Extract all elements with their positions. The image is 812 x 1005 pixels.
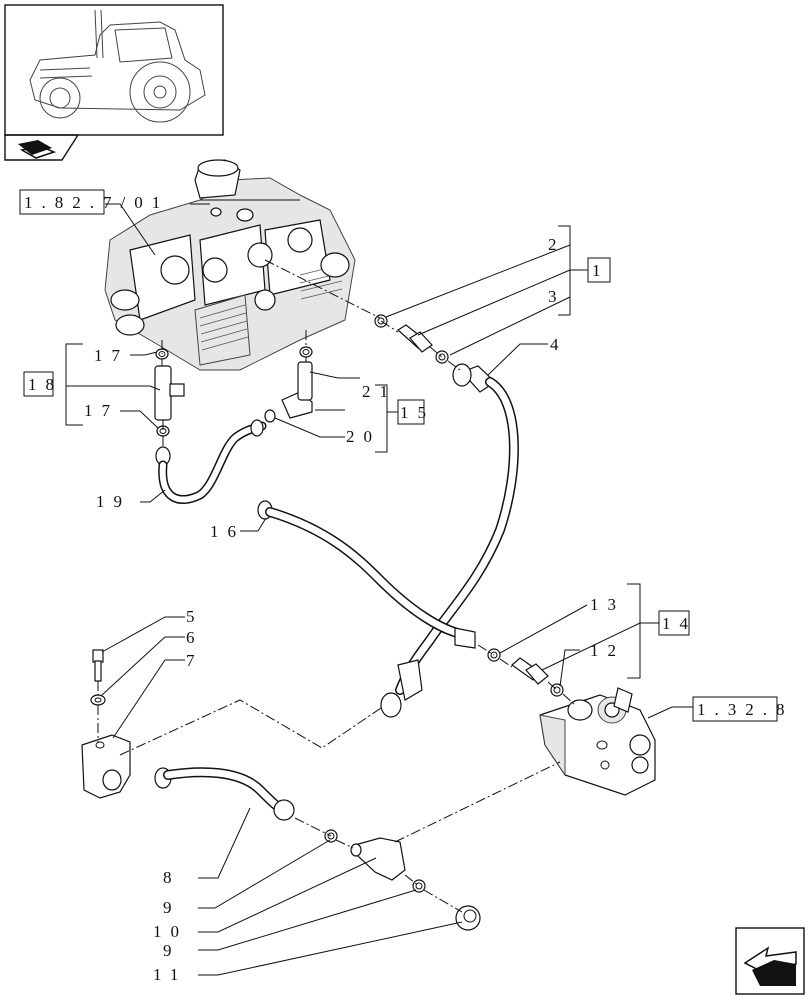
- callout-21[interactable]: 21: [362, 382, 397, 401]
- nav-next-button[interactable]: [735, 927, 805, 995]
- washer-6[interactable]: [90, 694, 106, 706]
- callout-12[interactable]: 12: [590, 641, 625, 660]
- callout-2[interactable]: 2: [548, 235, 566, 254]
- ref-pump-box: [692, 696, 778, 722]
- callout-8[interactable]: 8: [163, 868, 181, 887]
- kit-18-box: [23, 371, 54, 397]
- tractor-icon: [29, 9, 206, 123]
- pump-body[interactable]: [539, 687, 656, 796]
- book-icon: [18, 140, 57, 159]
- ref-pump-label[interactable]: 1.32.8: [697, 700, 794, 719]
- o-ring-3[interactable]: [435, 350, 449, 364]
- callout-4[interactable]: 4: [550, 335, 568, 354]
- kit-18-label[interactable]: 18: [28, 375, 63, 394]
- bolt-5[interactable]: [92, 649, 104, 682]
- plug-11[interactable]: [455, 905, 481, 931]
- assembly-lines: [97, 259, 576, 913]
- tractor-thumbnail[interactable]: [4, 4, 224, 161]
- arrow-icon: [743, 946, 797, 986]
- pipe-16[interactable]: [257, 500, 476, 649]
- tee-fitting-18[interactable]: [154, 365, 185, 421]
- elbow-fitting-15[interactable]: [281, 361, 313, 419]
- callout-5[interactable]: 5: [186, 607, 204, 626]
- callout-19[interactable]: 19: [96, 492, 131, 511]
- callout-6[interactable]: 6: [186, 628, 204, 647]
- pipe-19[interactable]: [155, 419, 267, 504]
- o-ring-20[interactable]: [264, 409, 276, 423]
- adapter-3[interactable]: [397, 324, 433, 353]
- callout-9-lower[interactable]: 9: [163, 941, 181, 960]
- o-ring-9-lower[interactable]: [412, 879, 426, 893]
- tee-fitting-10[interactable]: [350, 837, 406, 881]
- callout-17-lower[interactable]: 17: [84, 401, 119, 420]
- kit-15-label[interactable]: 15: [400, 403, 435, 422]
- pipe-8[interactable]: [154, 767, 295, 821]
- bracket-7[interactable]: [81, 734, 131, 799]
- callout-3[interactable]: 3: [548, 287, 566, 306]
- adapter-12[interactable]: [511, 657, 549, 685]
- callout-7[interactable]: 7: [186, 651, 204, 670]
- pipe-4[interactable]: [380, 363, 519, 718]
- kit-1-box: [587, 257, 611, 283]
- callout-10[interactable]: 10: [153, 922, 188, 941]
- section-tab: [4, 134, 80, 161]
- kit-14-label[interactable]: 14: [662, 614, 697, 633]
- callout-9-upper[interactable]: 9: [163, 898, 181, 917]
- ref-valve-block-box: [19, 189, 105, 215]
- kit-1-label[interactable]: 1: [592, 261, 610, 280]
- callout-20[interactable]: 20: [346, 427, 381, 446]
- kit-brackets: [65, 225, 659, 679]
- leader-lines: [66, 203, 693, 976]
- kit-15-box: [397, 399, 425, 425]
- control-valve-block[interactable]: [104, 159, 356, 371]
- callout-16[interactable]: 16: [210, 522, 245, 541]
- callout-11[interactable]: 11: [153, 965, 187, 984]
- callout-13[interactable]: 13: [590, 595, 625, 614]
- callout-17-upper[interactable]: 17: [94, 346, 129, 365]
- o-ring-21[interactable]: [299, 346, 313, 358]
- kit-14-box: [658, 610, 690, 636]
- ref-valve-block-label[interactable]: 1.82.7/01: [24, 193, 169, 212]
